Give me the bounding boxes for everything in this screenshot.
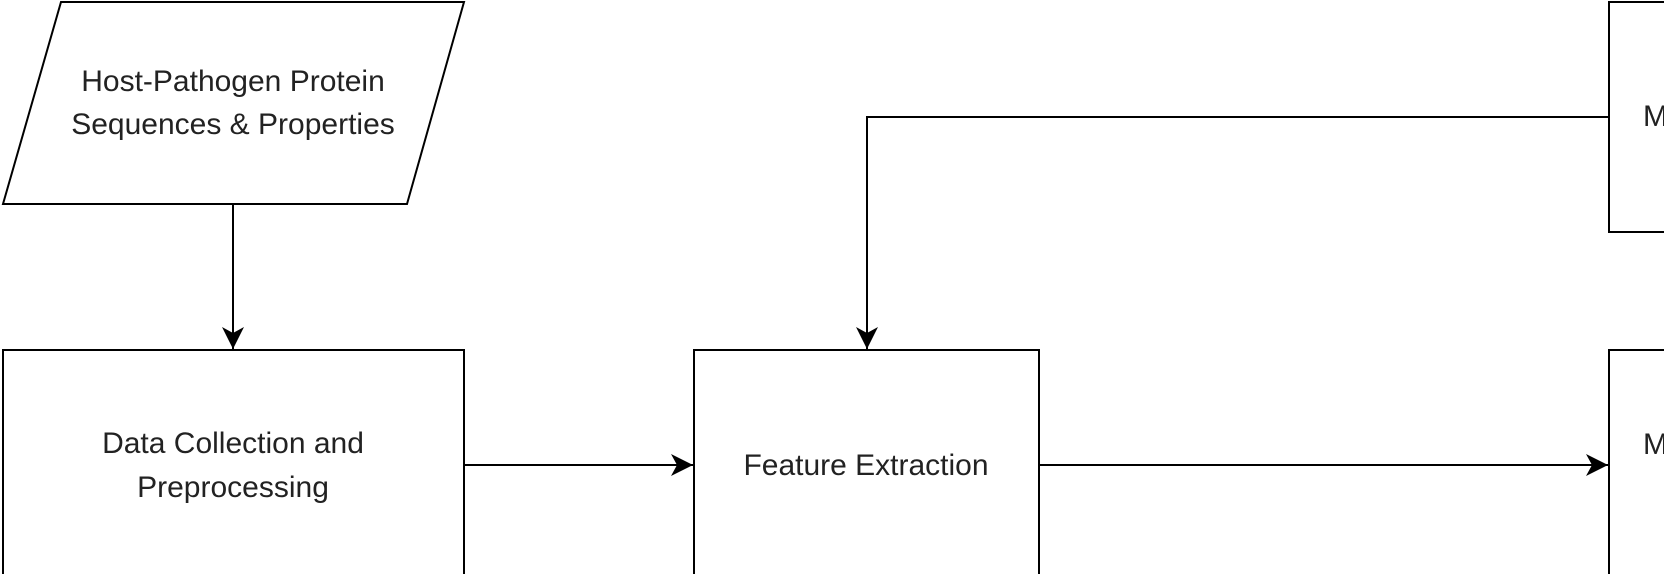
top-right-label: M	[1643, 100, 1664, 133]
preprocessing-node: Data Collection and Preprocessing	[2, 349, 465, 574]
input-data-node: Host-Pathogen Protein Sequences & Proper…	[1, 1, 466, 205]
feature-extraction-node: Feature Extraction	[693, 349, 1040, 574]
arrow-feedback-to-features	[856, 116, 1609, 349]
preprocessing-label-line1: Data Collection and	[102, 427, 364, 460]
input-label-line2: Sequences & Properties	[71, 108, 395, 141]
preprocessing-label-line2: Preprocessing	[137, 471, 329, 504]
bottom-right-label: M	[1643, 428, 1664, 461]
bottom-right-node: M	[1608, 349, 1664, 574]
feature-extraction-label: Feature Extraction	[743, 449, 988, 482]
top-right-node: M	[1608, 1, 1664, 233]
input-label-line1: Host-Pathogen Protein	[81, 65, 385, 98]
